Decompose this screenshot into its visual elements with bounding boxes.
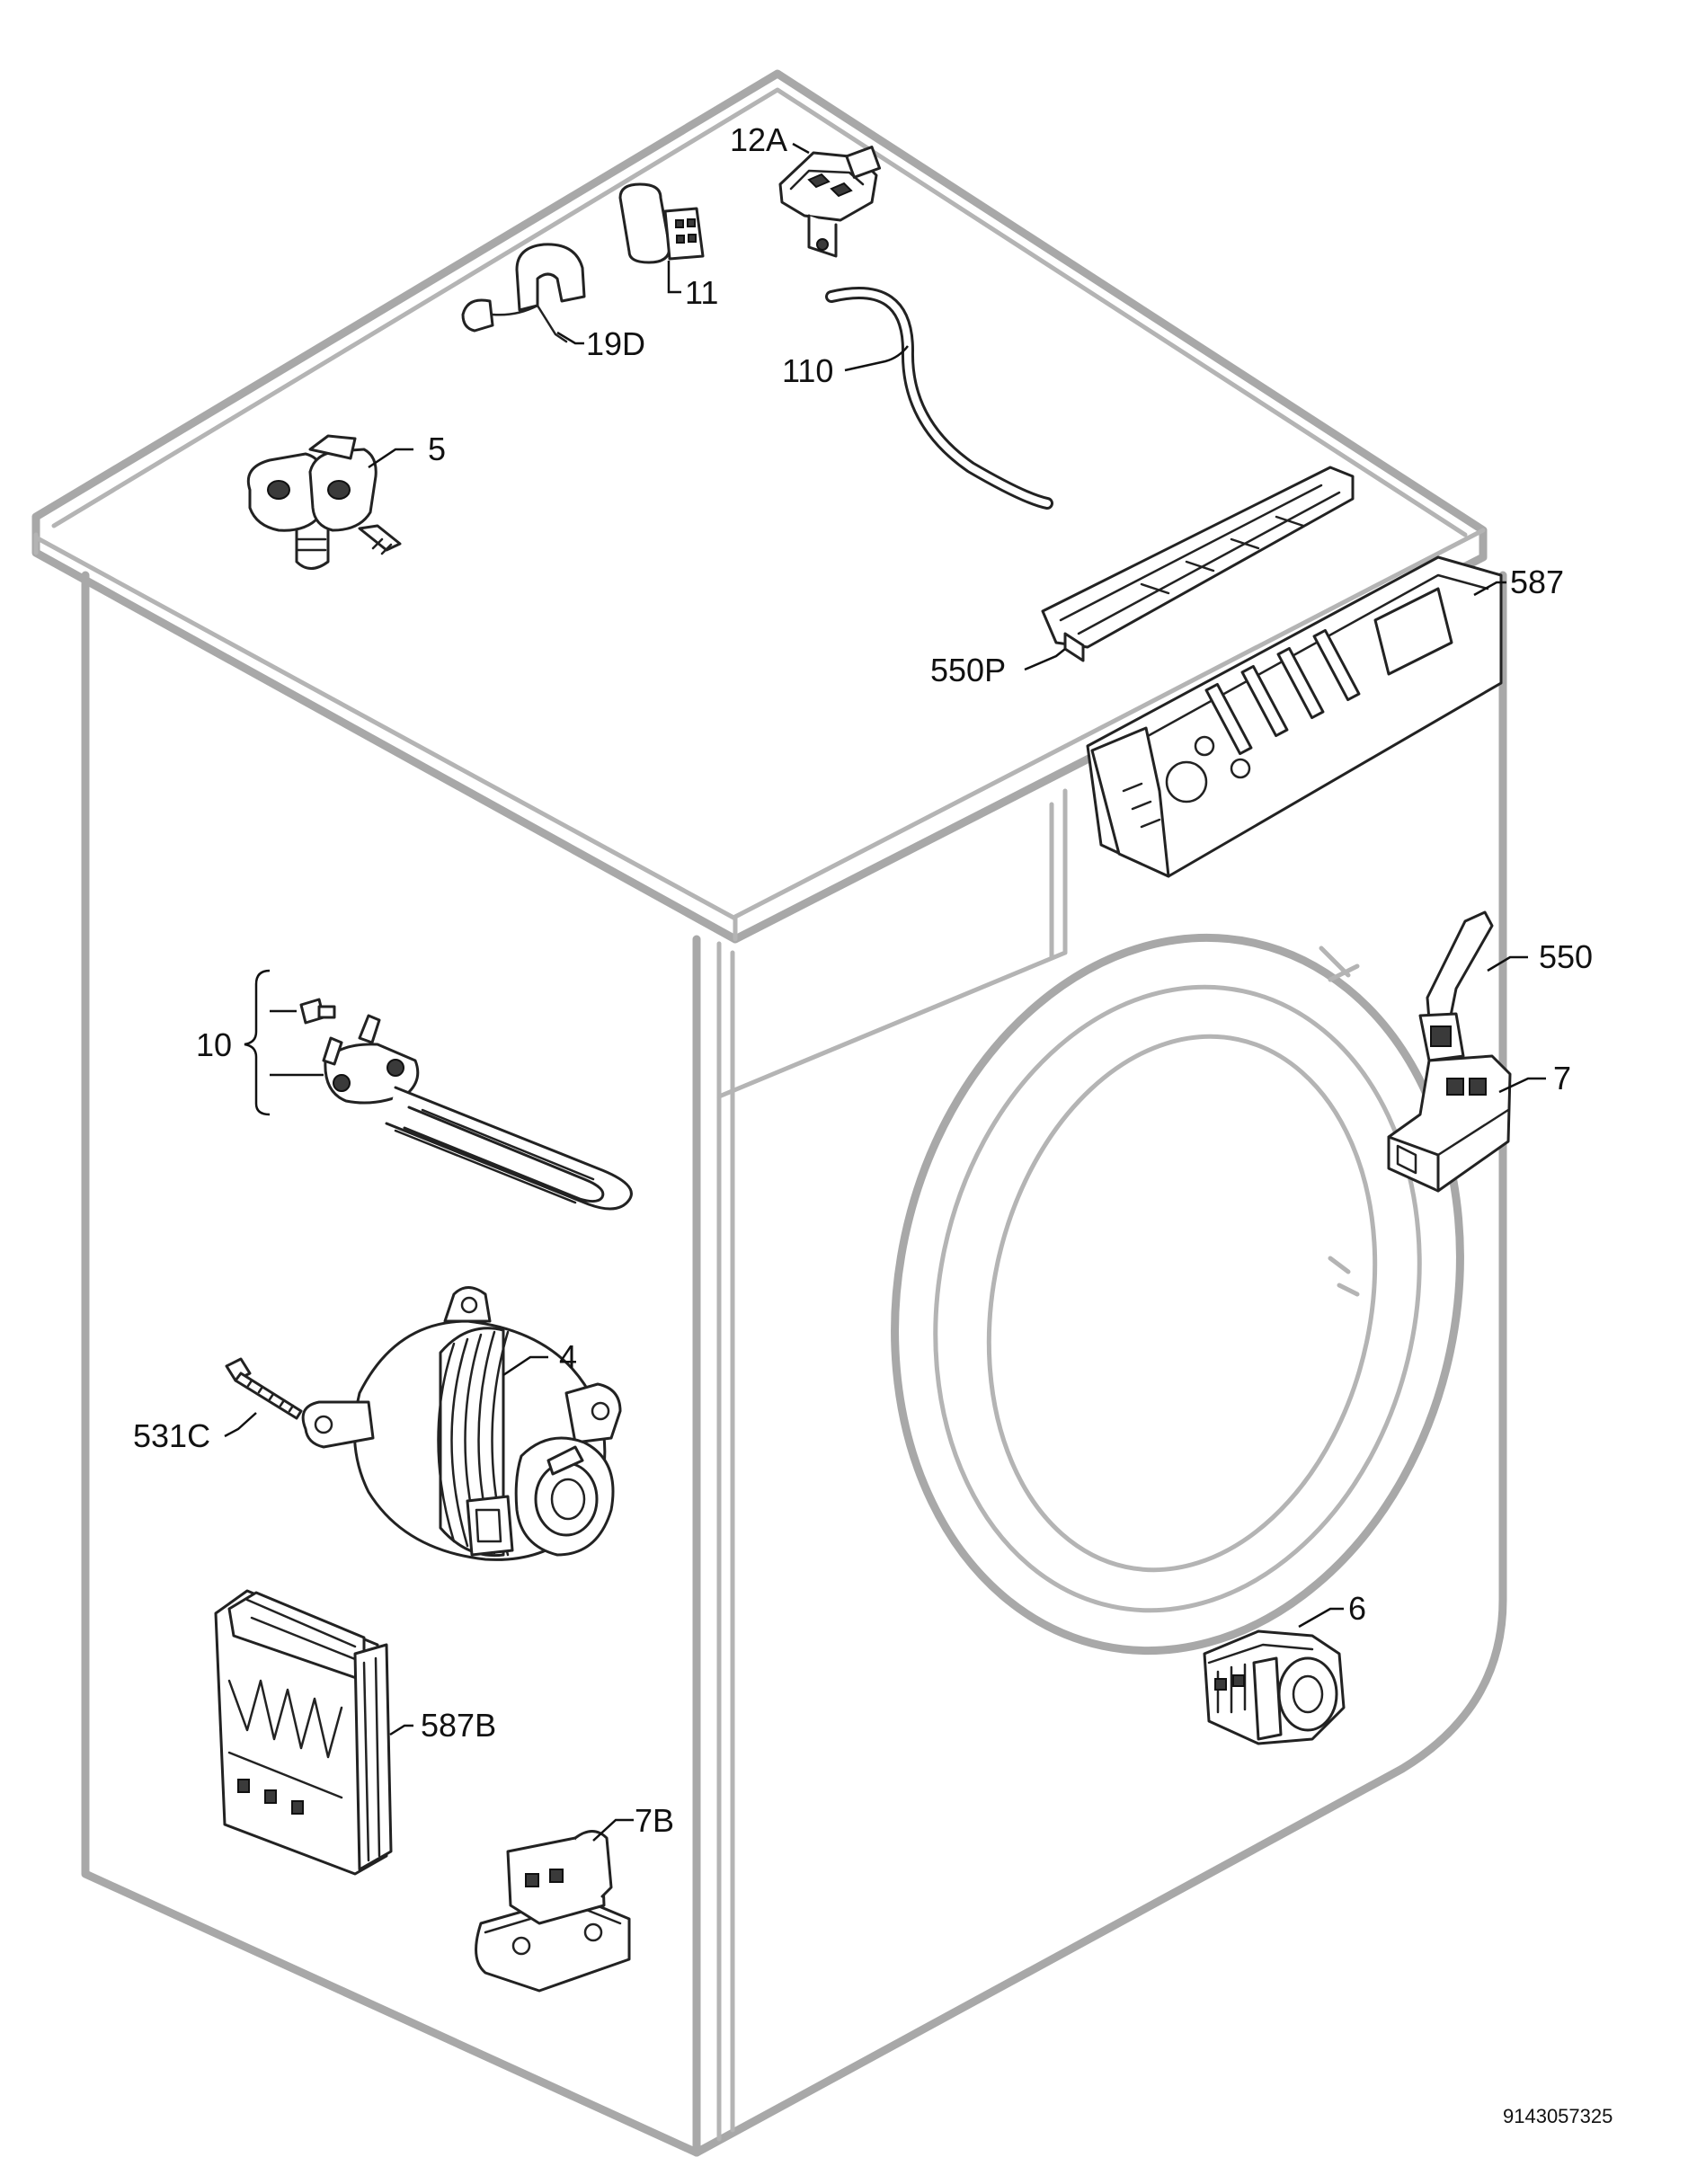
- part-label-6: 6: [1348, 1590, 1366, 1627]
- part-label-587: 587: [1510, 564, 1564, 600]
- document-number: 9143057325: [1503, 2105, 1613, 2127]
- washing-machine-cabinet: [31, 69, 1507, 2157]
- inlet-valve-part-5: [246, 434, 413, 570]
- suppressor-part-11: [618, 182, 705, 294]
- part-label-11: 11: [685, 274, 718, 311]
- board-heatsink-fins: [227, 1679, 343, 1799]
- part-label-587B: 587B: [421, 1707, 496, 1744]
- part-label-4: 4: [559, 1338, 577, 1375]
- door-lock-part-7: [1387, 1054, 1546, 1193]
- electronic-board-part-587: [1086, 555, 1506, 878]
- lock-bracket-part-7B: [475, 1818, 634, 1993]
- part-label-7: 7: [1553, 1060, 1571, 1096]
- pressure-hose-part-110: [825, 287, 1053, 510]
- part-label-5: 5: [428, 431, 446, 467]
- motor-board-part-587B: [214, 1589, 413, 1876]
- motor-part-4: [224, 1286, 622, 1561]
- part-label-550P: 550P: [930, 652, 1006, 688]
- part-label-12A: 12A: [730, 121, 787, 158]
- drain-pump-part-6: [1203, 1607, 1346, 1745]
- panel-support-part-550P: [1024, 466, 1355, 671]
- part-label-7B: 7B: [635, 1802, 674, 1839]
- part-label-110: 110: [782, 352, 833, 389]
- board-buttons: [1165, 628, 1361, 803]
- heating-element-part-10: [244, 969, 633, 1211]
- clamp-part-19D: [461, 243, 586, 345]
- part-label-550: 550: [1539, 938, 1593, 975]
- part-label-531C: 531C: [133, 1417, 210, 1454]
- part-label-10: 10: [196, 1026, 232, 1063]
- door-handle-part-550: [1418, 910, 1528, 1062]
- screw-part-531C: [225, 1357, 303, 1420]
- part-label-19D: 19D: [586, 325, 645, 362]
- pressure-switch-part-12A: [778, 142, 882, 258]
